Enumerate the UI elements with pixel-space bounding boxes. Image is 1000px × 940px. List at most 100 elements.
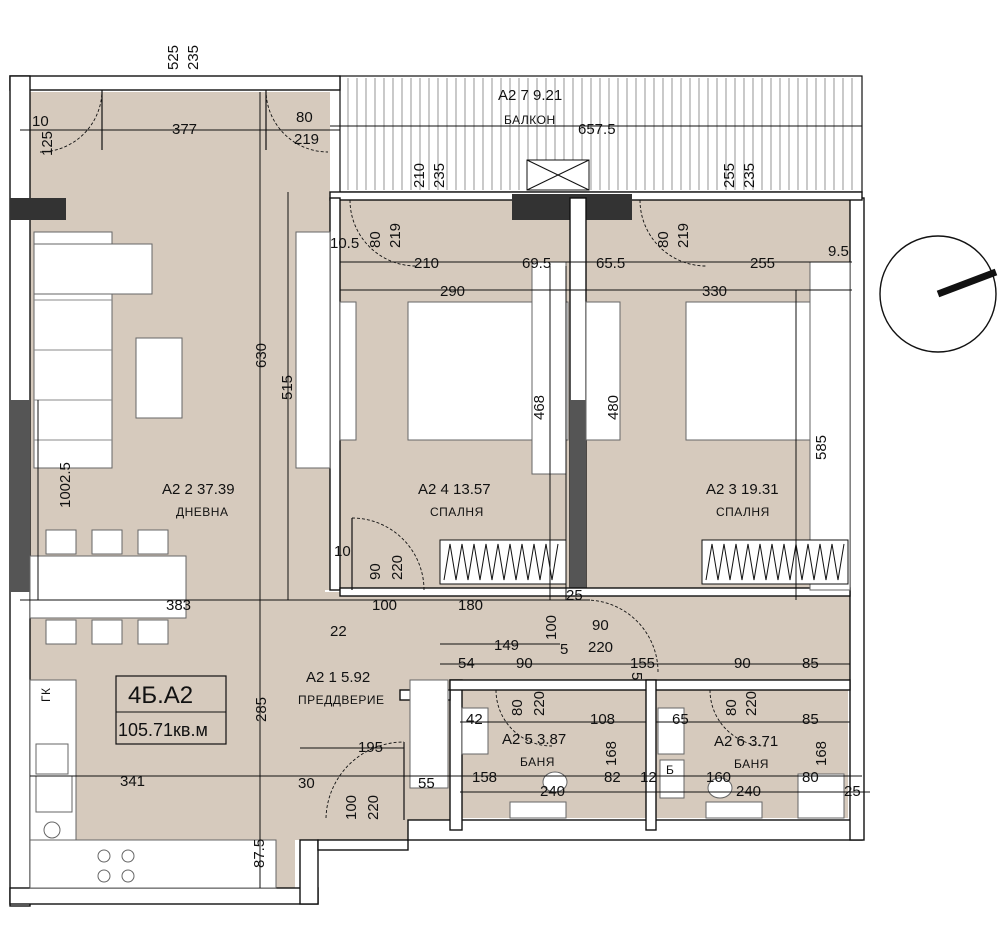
- balcony: [339, 75, 863, 193]
- bed1-id: A2 4 13.57: [418, 481, 491, 498]
- dimension-label-d220d: 220: [743, 691, 760, 716]
- dimension-label-d195: 195: [358, 739, 383, 756]
- dimension-label-d235b: 235: [741, 163, 758, 188]
- dimension-label-d69_5: 69.5: [522, 255, 551, 272]
- dimension-label-d12: 12: [640, 769, 657, 786]
- dimension-label-d255b: 255: [750, 255, 775, 272]
- dimension-label-d220e: 220: [365, 795, 382, 820]
- north-arrow-icon: [879, 235, 998, 353]
- dimension-label-d240a: 240: [540, 783, 565, 800]
- furniture: [29, 231, 851, 889]
- dimension-label-d210a: 210: [411, 163, 428, 188]
- dimension-label-d290: 290: [440, 283, 465, 300]
- bath1-id: A2 5 3.87: [502, 731, 566, 748]
- dimension-label-d160: 160: [706, 769, 731, 786]
- dimension-label-d10: 10: [32, 113, 49, 130]
- apartment-code: 4Б.А2: [128, 682, 193, 709]
- dimension-label-d90b: 90: [592, 617, 609, 634]
- hall-id: A2 1 5.92: [306, 669, 370, 686]
- dimension-label-top_525: 525: [165, 45, 182, 70]
- dimension-label-d158: 158: [472, 769, 497, 786]
- dimension-label-d80e: 80: [723, 699, 740, 716]
- hall-name: ПРЕДДВЕРИЕ: [298, 693, 385, 707]
- dimension-label-d255a: 255: [721, 163, 738, 188]
- dimension-label-d90a: 90: [367, 563, 384, 580]
- dimension-label-d585: 585: [813, 435, 830, 460]
- dimension-label-d9_5: 9.5: [828, 243, 849, 260]
- bed1-name: СПАЛНЯ: [430, 505, 484, 519]
- dimension-label-d80c: 80: [655, 231, 672, 248]
- dimension-label-d341: 341: [120, 773, 145, 790]
- dimension-label-d219a: 219: [294, 131, 319, 148]
- dimension-label-top_235: 235: [185, 45, 202, 70]
- dimension-label-d220a: 220: [389, 555, 406, 580]
- dimension-label-d87_5: 87.5: [251, 839, 268, 868]
- dimension-label-d65: 65: [672, 711, 689, 728]
- dimension-label-d210b: 210: [414, 255, 439, 272]
- dimension-label-d383: 383: [166, 597, 191, 614]
- dimension-label-d22: 22: [330, 623, 347, 640]
- balcony-id: A2 7 9.21: [498, 87, 562, 104]
- apartment-area: 105.71кв.м: [118, 720, 208, 740]
- dimension-label-d82: 82: [604, 769, 621, 786]
- gk-label: ГК: [39, 688, 53, 703]
- dimension-label-d25b: 25: [844, 783, 861, 800]
- dimension-label-d330: 330: [702, 283, 727, 300]
- dimension-label-d100a: 100: [372, 597, 397, 614]
- bath1-name: БАНЯ: [520, 755, 555, 769]
- dimension-lines: [20, 92, 870, 888]
- dimension-label-d5b: 5: [628, 672, 645, 680]
- dimension-label-d90d: 90: [734, 655, 751, 672]
- dimension-label-d80b: 80: [367, 231, 384, 248]
- room-labels: A2 7 9.21 БАЛКОН A2 2 37.39 ДНЕВНА A2 4 …: [39, 87, 779, 777]
- dimension-label-d240b: 240: [736, 783, 761, 800]
- dimension-label-d54: 54: [458, 655, 475, 672]
- dimension-label-d1002: 1002.5: [57, 462, 74, 508]
- dimension-label-d65_5: 65.5: [596, 255, 625, 272]
- apartment-badge: 4Б.А2 105.71кв.м: [115, 675, 227, 745]
- dimension-label-d100c: 100: [343, 795, 360, 820]
- dimension-label-d80a: 80: [296, 109, 313, 126]
- dimension-label-d149: 149: [494, 637, 519, 654]
- dimension-label-d100b: 100: [543, 615, 560, 640]
- dimension-label-d220b: 220: [588, 639, 613, 656]
- bath2-id: A2 6 3.71: [714, 733, 778, 750]
- dimension-label-d125: 125: [39, 131, 56, 156]
- dimension-label-d5a: 5: [560, 641, 568, 658]
- dimension-label-d108: 108: [590, 711, 615, 728]
- dimension-texts: 525 235 10 125 377 80 219 657.5 210 235 …: [32, 45, 861, 868]
- living-id: A2 2 37.39: [162, 481, 235, 498]
- dimension-label-d219c: 219: [675, 223, 692, 248]
- bath2-name: БАНЯ: [734, 757, 769, 771]
- doors: [39, 89, 767, 820]
- dimension-label-d219b: 219: [387, 223, 404, 248]
- dimension-label-d30: 30: [298, 775, 315, 792]
- dimension-label-d468: 468: [531, 395, 548, 420]
- dimension-label-d155: 155: [630, 655, 655, 672]
- dimension-label-d55: 55: [418, 775, 435, 792]
- dimension-label-d85a: 85: [802, 655, 819, 672]
- boiler-label: Б: [666, 763, 674, 777]
- dimension-label-d10_5: 10.5: [330, 235, 359, 252]
- dimension-label-d480: 480: [605, 395, 622, 420]
- dimension-label-d630: 630: [253, 343, 270, 368]
- dimension-label-d285: 285: [253, 697, 270, 722]
- dimension-label-d235a: 235: [431, 163, 448, 188]
- dimension-label-d515: 515: [279, 375, 296, 400]
- dimension-label-d85b: 85: [802, 711, 819, 728]
- bed2-name: СПАЛНЯ: [716, 505, 770, 519]
- dimension-label-d220c: 220: [531, 691, 548, 716]
- dimension-label-d377: 377: [172, 121, 197, 138]
- bed2-id: A2 3 19.31: [706, 481, 779, 498]
- walls: [9, 75, 865, 907]
- dimension-label-d80d: 80: [509, 699, 526, 716]
- dimension-label-d10b: 10: [334, 543, 351, 560]
- dimension-label-d90c: 90: [516, 655, 533, 672]
- dimension-label-d80f: 80: [802, 769, 819, 786]
- dimension-label-d657: 657.5: [578, 121, 616, 138]
- dimension-label-d42: 42: [466, 711, 483, 728]
- dimension-label-d168a: 168: [603, 741, 620, 766]
- balcony-name: БАЛКОН: [504, 113, 556, 127]
- living-name: ДНЕВНА: [176, 505, 228, 519]
